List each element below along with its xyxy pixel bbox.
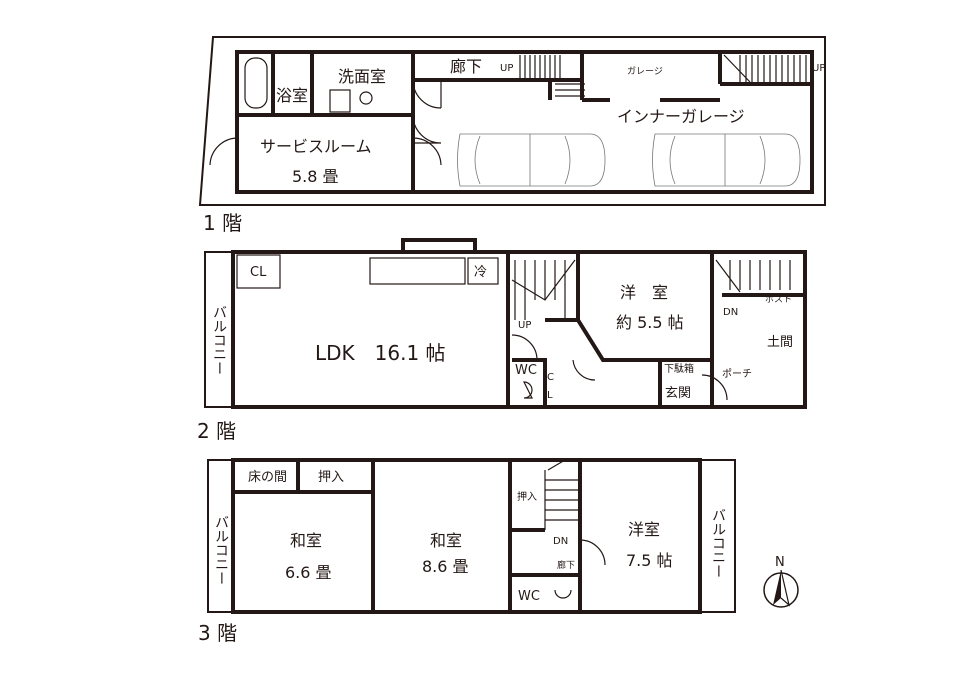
floor-label-2f: 2 階	[197, 419, 236, 443]
stairs-down-label: DN	[723, 307, 738, 318]
balcony-3f-left	[207, 459, 234, 613]
room-entrance: 玄関	[665, 386, 691, 401]
closet-l-label: L	[547, 390, 553, 401]
shoe-box-label: 下駄箱	[664, 362, 694, 375]
floor-label-3f: 3 階	[198, 621, 237, 645]
room-service-room: サービスルーム	[260, 137, 372, 156]
oshiire-label: 押入	[318, 470, 344, 485]
tokonoma-label: 床の間	[248, 470, 287, 485]
door-swings-2f	[511, 334, 728, 401]
balcony-3f-right	[699, 459, 736, 613]
walls-2f	[401, 238, 805, 407]
room-doma: 土間	[767, 335, 793, 350]
floor-3: 床の間 押入 和室 6.6 畳 和室 8.6 畳 押入 DN 廊下 WC 洋室 …	[198, 458, 799, 645]
kitchen-counter	[369, 257, 466, 285]
stairs-1f-left	[519, 55, 585, 97]
stairs-1f-right	[723, 54, 807, 83]
room-western: 洋室	[628, 520, 660, 539]
fridge-label: 冷	[474, 265, 487, 280]
washbasin-bowl	[359, 91, 373, 105]
room-corridor: 廊下	[450, 57, 482, 76]
walls-3f	[233, 460, 582, 612]
bathtub	[244, 57, 268, 109]
closet	[236, 254, 281, 289]
stairs-up-label: UP	[812, 63, 825, 74]
floor-1: 浴室 洗面室 廊下 UP ガレージ UP インナーガレージ サービスルーム 5.…	[198, 36, 826, 235]
balcony-label: バルコニー	[211, 305, 227, 375]
floor-2: CL 冷 バルコニー LDK 16.1 帖 UP WC C L 洋 室 約 5.…	[197, 238, 807, 443]
room-washitsu-1: 和室	[290, 531, 322, 550]
corridor-label: 廊下	[557, 559, 575, 571]
mailbox-label: ポスト	[765, 294, 792, 305]
car-icon	[457, 133, 606, 187]
closet-c-label: C	[547, 372, 554, 383]
room-western-size: 7.5 帖	[626, 551, 673, 570]
door-swings-3f	[554, 539, 606, 599]
walls-1f	[237, 52, 812, 192]
room-wc: WC	[518, 589, 540, 604]
room-garage: ガレージ	[627, 66, 663, 77]
toilet-icon	[523, 381, 533, 399]
room-inner-garage: インナーガレージ	[617, 107, 745, 126]
balcony-label-left: バルコニー	[213, 515, 229, 585]
stairs-down-label: DN	[553, 536, 568, 547]
washbasin	[329, 89, 351, 113]
room-western-size: 約 5.5 帖	[616, 313, 684, 332]
north-label: N	[775, 555, 785, 570]
room-washitsu-2: 和室	[430, 531, 462, 550]
stairs-up-label: UP	[500, 63, 513, 74]
stairs-2f	[511, 259, 791, 320]
site-boundary	[198, 36, 826, 206]
closet-label[interactable]: CL	[250, 265, 267, 280]
north-arrow-icon	[763, 569, 799, 608]
room-washitsu-1-size: 6.6 畳	[285, 563, 332, 582]
oshiire-label-2: 押入	[517, 490, 537, 503]
floor-label-1f: 1 階	[203, 211, 242, 235]
balcony-2f	[204, 251, 234, 408]
room-porch: ポーチ	[722, 368, 752, 380]
room-washitsu-2-size: 8.6 畳	[422, 557, 469, 576]
building-outline-1f	[235, 50, 814, 194]
room-washroom: 洗面室	[338, 67, 386, 86]
room-bath: 浴室	[276, 86, 308, 105]
stairs-3f	[544, 459, 578, 530]
room-ldk: LDK 16.1 帖	[315, 341, 446, 365]
car-icon	[652, 133, 801, 187]
balcony-label-right: バルコニー	[710, 508, 726, 578]
stairs-up-label: UP	[518, 320, 531, 331]
room-wc: WC	[515, 363, 537, 378]
room-service-room-size: 5.8 畳	[292, 167, 339, 186]
door-swings-1f	[209, 79, 442, 166]
fridge	[467, 257, 499, 285]
room-western: 洋 室	[620, 283, 668, 302]
